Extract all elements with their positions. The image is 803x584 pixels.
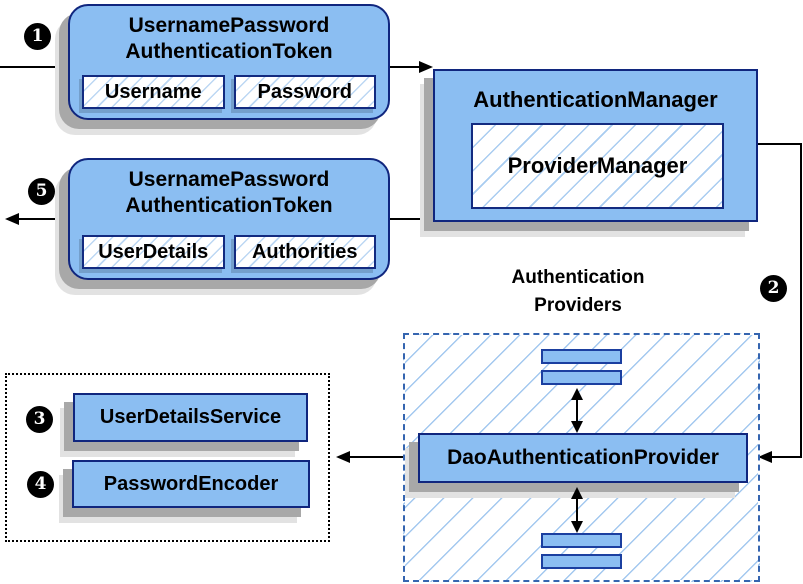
credential-bar-icon [541, 554, 622, 569]
arrow-left-icon [336, 451, 350, 463]
providers-heading-line1: Authentication [511, 267, 645, 288]
result-token-fields: UserDetails Authorities [70, 235, 388, 269]
username-field: Username [82, 75, 225, 109]
dao-to-services-line [349, 456, 418, 458]
step-2-badge: 2 [760, 275, 787, 302]
password-encoder-box: PasswordEncoder [72, 460, 310, 508]
incoming-request-line [0, 66, 64, 68]
arrow-left-icon [758, 451, 772, 463]
step-1-badge: 1 [24, 23, 51, 50]
user-details-service-box: UserDetailsService [73, 393, 308, 442]
provider-manager-box: ProviderManager [471, 123, 724, 209]
manager-to-provider-line-vertical [800, 143, 802, 458]
arrow-down-icon [571, 421, 583, 433]
providers-heading-line2: Providers [534, 295, 622, 316]
authentication-manager-title: AuthenticationManager [473, 87, 718, 112]
password-field: Password [233, 75, 376, 109]
result-token-box: UsernamePassword AuthenticationToken Use… [68, 158, 390, 280]
authorities-field: Authorities [233, 235, 376, 269]
step-3-badge: 3 [26, 406, 53, 433]
step-5-badge: 5 [28, 178, 55, 205]
credential-bar-icon [541, 370, 622, 385]
dao-authentication-provider-box: DaoAuthenticationProvider [418, 433, 748, 483]
arrow-up-icon [571, 487, 583, 499]
request-token-title-line2: AuthenticationToken [125, 40, 333, 63]
credential-bar-icon [541, 533, 622, 548]
request-token-fields: Username Password [70, 75, 388, 109]
manager-to-result-line [390, 218, 433, 220]
result-outgoing-line [17, 218, 68, 220]
double-arrow-top-line [576, 400, 578, 421]
arrow-left-icon [5, 213, 19, 225]
manager-to-provider-line-bottom [772, 456, 800, 458]
credential-bar-icon [541, 349, 622, 364]
request-token-box: UsernamePassword AuthenticationToken Use… [68, 4, 390, 120]
providers-heading: Authentication Providers [458, 264, 698, 320]
double-arrow-bottom-line [576, 499, 578, 521]
arrow-up-icon [571, 388, 583, 400]
result-token-title-line2: AuthenticationToken [125, 194, 333, 217]
request-token-title: UsernamePassword AuthenticationToken [70, 13, 388, 65]
token-to-manager-line [390, 66, 420, 68]
result-token-title-line1: UsernamePassword [128, 168, 330, 191]
collaborators-container [5, 373, 330, 542]
request-token-title-line1: UsernamePassword [128, 14, 330, 37]
arrow-right-icon [419, 61, 433, 73]
arrow-down-icon [571, 521, 583, 533]
manager-to-provider-line-top [758, 143, 802, 145]
authentication-manager-box: AuthenticationManager ProviderManager [433, 69, 758, 222]
result-token-title: UsernamePassword AuthenticationToken [70, 167, 388, 219]
step-4-badge: 4 [27, 471, 54, 498]
user-details-field: UserDetails [82, 235, 225, 269]
